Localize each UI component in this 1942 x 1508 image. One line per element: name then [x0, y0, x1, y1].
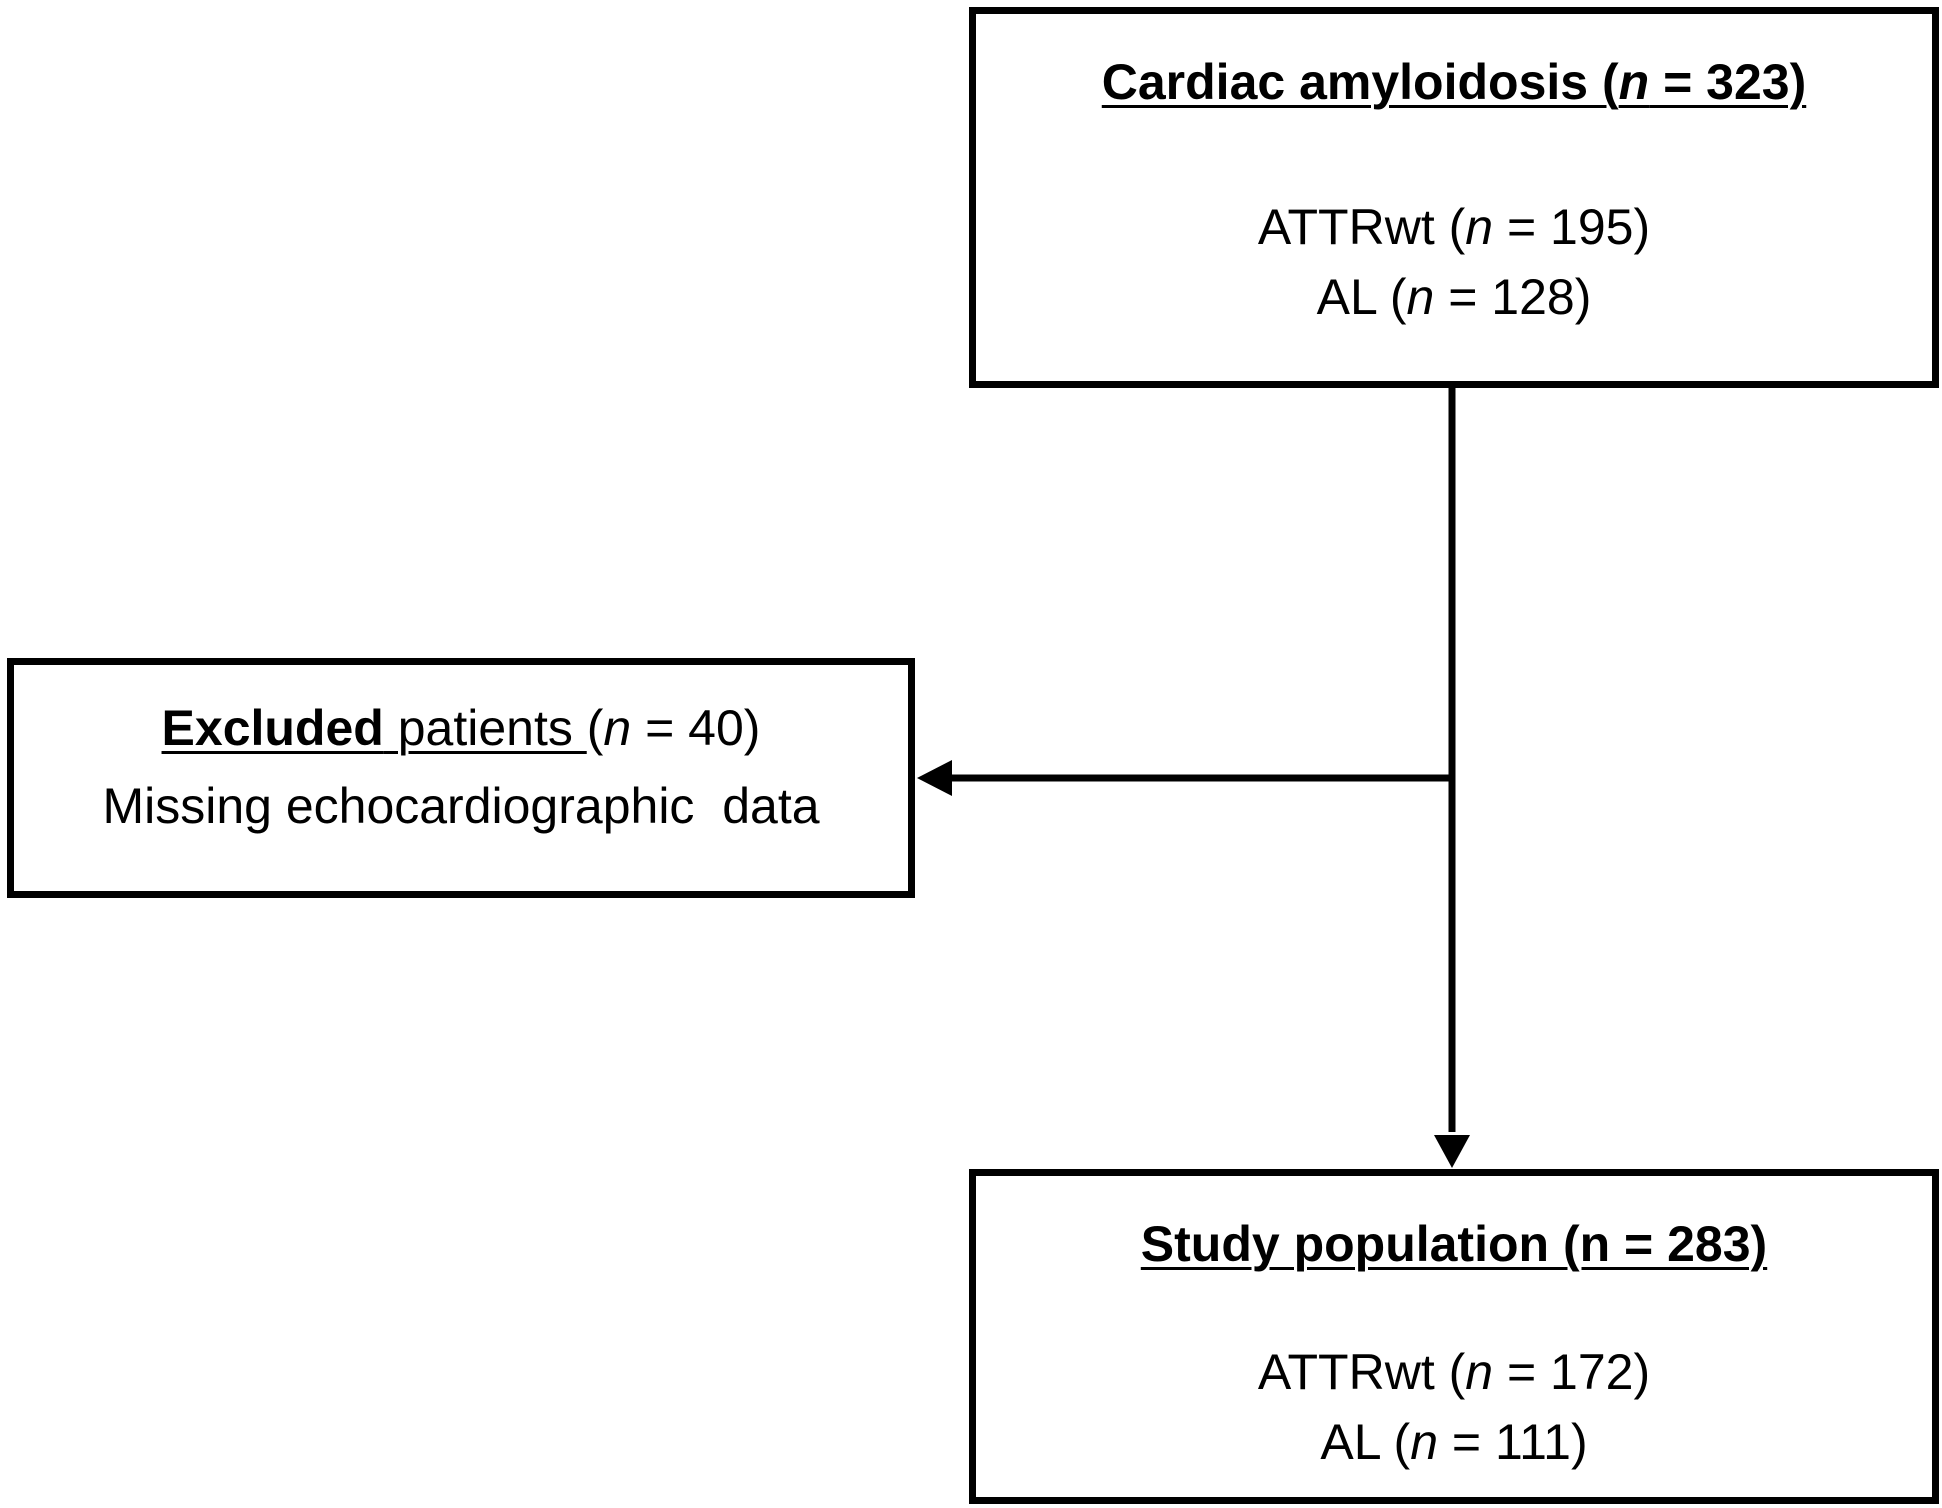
arrow-left-head: [917, 760, 952, 796]
arrow-down-head: [1434, 1135, 1470, 1168]
cohort-title: Cardiac amyloidosis (n = 323): [1101, 54, 1807, 110]
study-population-box: Study population (n = 283) ATTRwt (n = 1…: [969, 1169, 1939, 1504]
excluded-title: Excluded patients (n = 40): [161, 700, 761, 756]
study-group-attrwt: ATTRwt (n = 172): [1257, 1344, 1651, 1400]
excluded-reason: Missing echocardiographic data: [102, 778, 820, 834]
cohort-box: Cardiac amyloidosis (n = 323) ATTRwt (n …: [969, 7, 1939, 388]
study-group-al: AL (n = 111): [1320, 1414, 1588, 1470]
excluded-box: Excluded patients (n = 40) Missing echoc…: [7, 658, 915, 898]
study-title: Study population (n = 283): [1140, 1216, 1768, 1272]
cohort-group-al: AL (n = 128): [1316, 269, 1592, 325]
cohort-group-attrwt: ATTRwt (n = 195): [1257, 199, 1651, 255]
